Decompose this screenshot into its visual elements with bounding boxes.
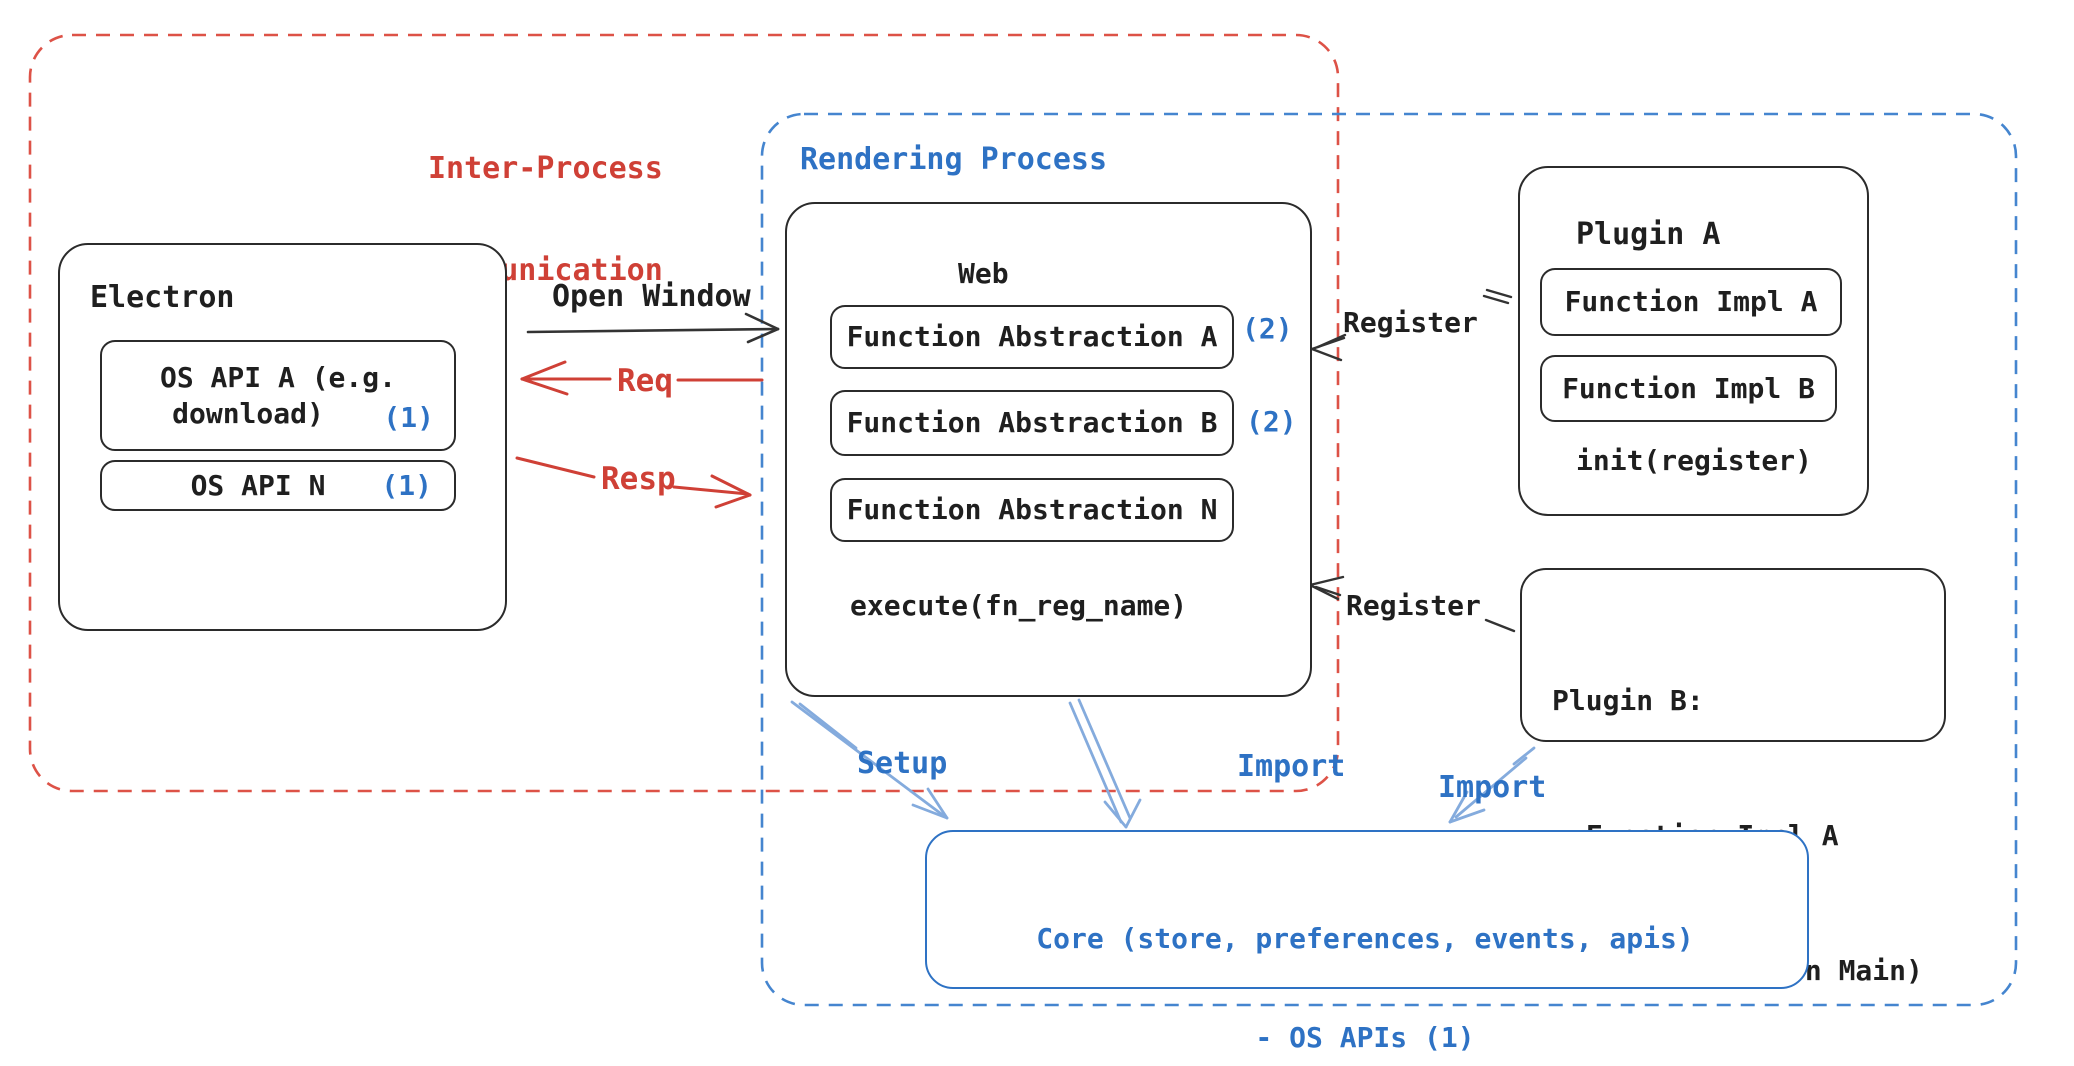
function-abstraction-b-badge: (2) xyxy=(1246,405,1297,438)
os-api-a-line1: OS API A (e.g. xyxy=(159,360,396,394)
function-impl-b-box: Function Impl B xyxy=(1540,355,1837,422)
function-impl-b-label: Function Impl B xyxy=(1562,371,1815,405)
core-line2: - OS APIs (1) xyxy=(1255,1021,1475,1054)
os-api-n-badge: (1) xyxy=(381,468,432,502)
os-api-a-label: OS API A (e.g. download) xyxy=(160,360,396,432)
function-abstraction-n-label: Function Abstraction N xyxy=(846,493,1218,526)
core-text: Core (store, preferences, events, apis) … xyxy=(925,856,1805,1066)
os-api-a-line2: download) xyxy=(172,396,324,430)
function-abstraction-b-label: Function Abstraction B xyxy=(846,406,1218,439)
register-bottom-label: Register xyxy=(1346,589,1481,622)
function-abstraction-a-label: Function Abstraction A xyxy=(846,320,1218,353)
core-line1: Core (store, preferences, events, apis) xyxy=(1036,922,1694,955)
electron-title: Electron xyxy=(90,280,235,315)
plugin-b-line1: Plugin B: xyxy=(1552,684,1704,717)
os-api-n-box: OS API N (1) xyxy=(100,460,456,511)
ipc-group-label-line1: Inter-Process xyxy=(428,151,663,186)
resp-label: Resp xyxy=(601,461,676,497)
function-impl-a-box: Function Impl A xyxy=(1540,268,1842,336)
function-abstraction-a-box: Function Abstraction A xyxy=(830,305,1234,369)
req-label: Req xyxy=(617,363,673,399)
function-abstraction-n-box: Function Abstraction N xyxy=(830,478,1234,542)
import-center-label: Import xyxy=(1237,749,1346,784)
function-impl-a-label: Function Impl A xyxy=(1564,285,1818,318)
import-center-arrow xyxy=(1068,698,1142,829)
core-box xyxy=(925,830,1809,989)
plugin-b-box xyxy=(1520,568,1946,742)
os-api-n-label: OS API N xyxy=(190,468,326,502)
os-api-a-badge: (1) xyxy=(383,401,434,434)
plugin-a-title: Plugin A xyxy=(1576,217,1721,252)
web-execute-label: execute(fn_reg_name) xyxy=(850,589,1188,622)
import-right-label: Import xyxy=(1438,770,1547,805)
open-window-label: Open Window xyxy=(552,279,751,314)
plugin-a-box xyxy=(1518,166,1869,516)
rendering-group-label: Rendering Process xyxy=(800,142,1108,177)
web-title: Web xyxy=(958,257,1009,290)
os-api-a-box: OS API A (e.g. download) (1) xyxy=(100,340,456,451)
register-top-label: Register xyxy=(1343,306,1478,339)
function-abstraction-b-box: Function Abstraction B xyxy=(830,390,1234,456)
plugin-a-init-label: init(register) xyxy=(1576,444,1813,477)
function-abstraction-a-badge: (2) xyxy=(1242,312,1293,345)
setup-label: Setup xyxy=(857,746,948,781)
